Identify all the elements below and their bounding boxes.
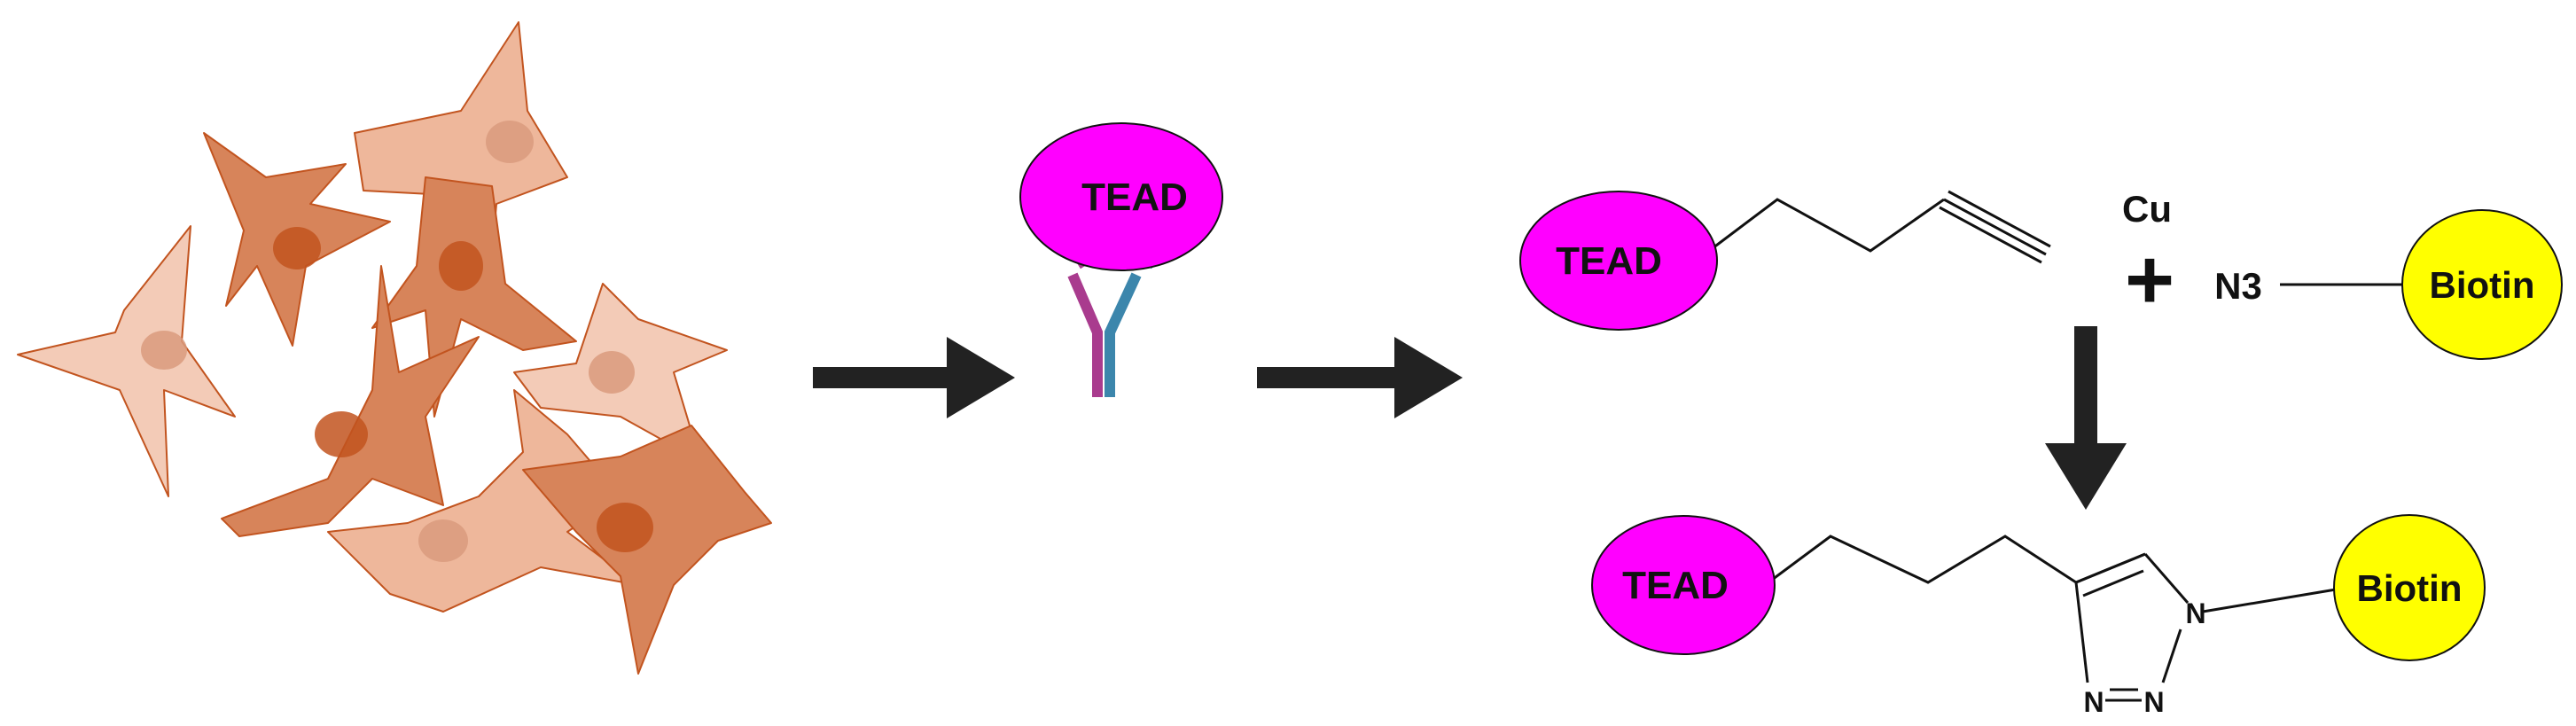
cell xyxy=(354,21,568,258)
cell-cluster-icon xyxy=(17,21,772,675)
tead-protein-product: TEAD xyxy=(1591,515,1776,655)
tead-label: TEAD xyxy=(1556,239,1662,283)
azide-biotin: N3 Biotin xyxy=(2214,209,2563,360)
biotin-label: Biotin xyxy=(2357,567,2463,609)
biotin-label: Biotin xyxy=(2430,264,2535,306)
cell xyxy=(513,283,728,462)
biotin-tag-product: Biotin xyxy=(2333,514,2486,661)
cell xyxy=(17,225,236,497)
tead-protein-antibody: TEAD xyxy=(1019,122,1223,271)
tead-label: TEAD xyxy=(1622,564,1729,607)
alkyne-chain xyxy=(1708,190,2051,264)
triazole-product: N N N TEAD Biotin xyxy=(1591,514,2486,718)
antibody-complex: TEAD xyxy=(1019,122,1223,397)
alkyne-labeled-tead: TEAD xyxy=(1519,190,2051,331)
arrow-right-1 xyxy=(813,337,1015,418)
catalyst-label: Cu xyxy=(2122,188,2172,230)
arrow-right-2 xyxy=(1257,337,1463,418)
cell xyxy=(221,265,480,537)
cell xyxy=(522,425,772,675)
tead-label: TEAD xyxy=(1081,176,1188,219)
plus-sign: + xyxy=(2125,232,2174,327)
ring-nitrogen: N xyxy=(2143,686,2164,718)
biotin-tag-reactant: Biotin xyxy=(2401,209,2563,360)
azide-label: N3 xyxy=(2214,265,2262,307)
cell xyxy=(203,132,391,347)
arrow-down xyxy=(2045,326,2127,510)
ring-nitrogen: N xyxy=(2083,686,2104,718)
ring-nitrogen: N xyxy=(2185,597,2205,629)
cell xyxy=(371,176,577,418)
tead-protein-reactant: TEAD xyxy=(1519,191,1718,331)
triazole-ring: N N N xyxy=(2074,552,2337,718)
